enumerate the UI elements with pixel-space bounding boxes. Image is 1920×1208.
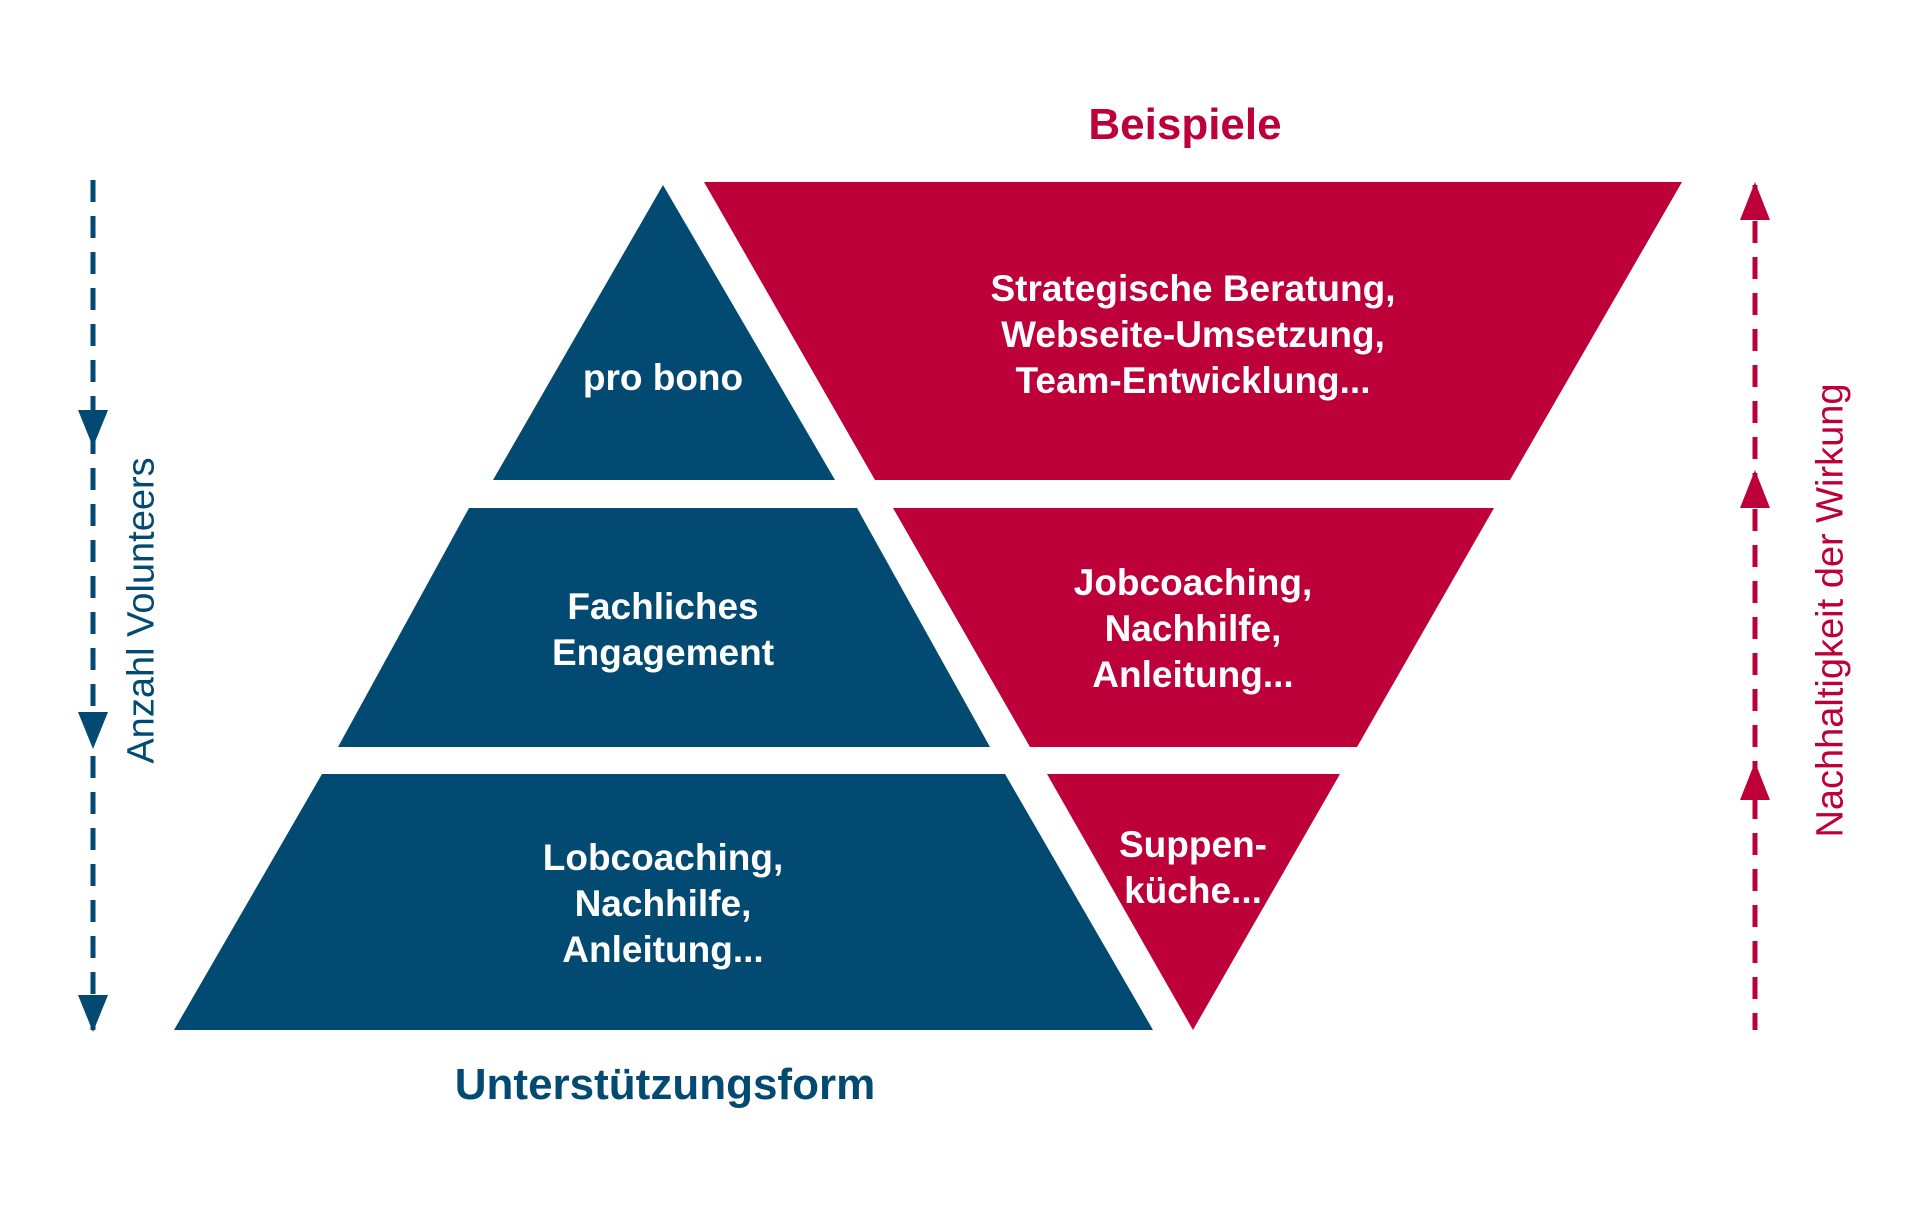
inverted-label-middle: Jobcoaching, Nachhilfe, Anleitung...	[1074, 560, 1312, 698]
support-form-title: Unterstützungsform	[454, 1060, 876, 1109]
label-line: Suppen-	[1119, 824, 1267, 865]
label-line: Nachhilfe,	[574, 883, 752, 924]
arrowhead-up	[1740, 470, 1770, 508]
right-dashed-arrow	[1740, 182, 1770, 1030]
label-line: küche...	[1124, 870, 1262, 911]
arrowhead-down	[78, 410, 108, 447]
arrowhead-up	[1740, 762, 1770, 800]
label-line: Webseite-Umsetzung,	[1001, 314, 1385, 355]
right-axis-label: Nachhaltigkeit der Wirkung	[1809, 382, 1852, 838]
label-line: pro bono	[582, 357, 744, 398]
left-dashed-arrow	[78, 180, 108, 1032]
label-line: Team-Entwicklung...	[1015, 360, 1371, 401]
left-axis-label: Anzahl Volunteers	[120, 456, 163, 764]
pyramid-label-top: pro bono	[583, 355, 743, 401]
inverted-middle	[893, 508, 1494, 747]
pyramid-middle	[338, 508, 990, 747]
label-line: Anleitung...	[562, 929, 764, 970]
examples-title: Beispiele	[1088, 100, 1282, 149]
inverted-label-top: Strategische Beratung, Webseite-Umsetzung…	[990, 266, 1395, 404]
inverted-top	[704, 182, 1682, 480]
label-line: Engagement	[551, 632, 775, 673]
label-line: Nachhilfe,	[1104, 608, 1282, 649]
label-line: Jobcoaching,	[1073, 562, 1313, 603]
inverted-bottom	[1047, 774, 1340, 1030]
arrowhead-down	[78, 995, 108, 1032]
pyramid-label-bottom: Lobcoaching, Nachhilfe, Anleitung...	[543, 835, 784, 973]
arrowhead-down	[78, 712, 108, 749]
pyramid-bottom	[174, 774, 1153, 1030]
pyramid-top	[493, 185, 835, 480]
inverted-label-bottom: Suppen-küche...	[1119, 822, 1267, 914]
arrowhead-up	[1740, 182, 1770, 220]
label-line: Fachliches	[567, 586, 759, 627]
label-line: Strategische Beratung,	[990, 268, 1396, 309]
label-line: Lobcoaching,	[542, 837, 784, 878]
label-line: Anleitung...	[1092, 654, 1294, 695]
